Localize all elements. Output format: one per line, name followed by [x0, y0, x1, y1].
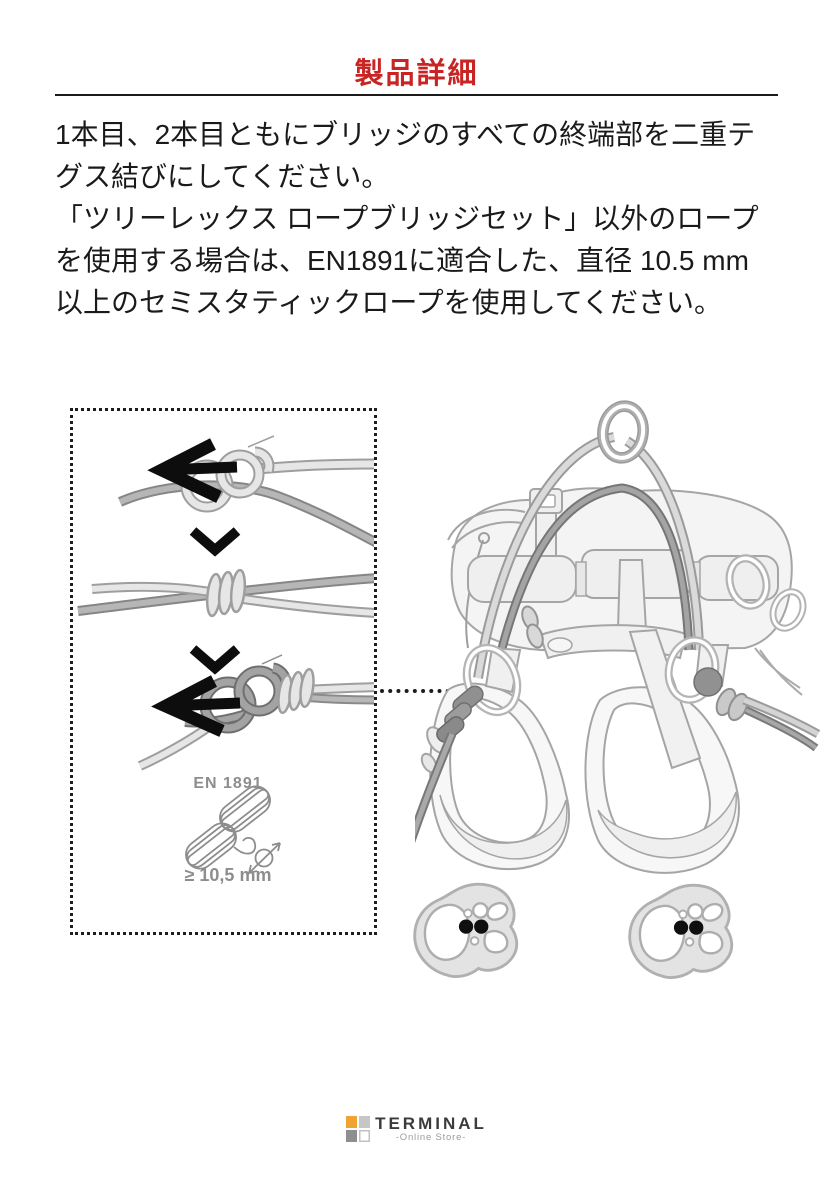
logo-square-darkgray: [346, 1130, 358, 1142]
bridge-ring: [597, 400, 649, 464]
rope-standard-icon: EN 1891: [185, 775, 281, 885]
logo-square-outline: [359, 1130, 371, 1142]
paragraph-line: 1本目、2本目ともにブリッジのすべての終端部を二重テ: [55, 119, 756, 150]
harness-illustration: [397, 395, 825, 975]
logo-mark-icon: [346, 1116, 371, 1142]
logo-store-subtitle: -Online Store-: [395, 1132, 467, 1143]
knot-step-3: [137, 654, 374, 771]
paragraph-line: 「ツリーレックス ロープブリッジセット」以外のロープ: [55, 203, 759, 234]
cross-section-left: [413, 882, 519, 978]
chevron-down-icon: [189, 645, 241, 675]
bridge-cross-sections: [400, 878, 820, 988]
chevron-down-icon: [189, 527, 241, 557]
logo-square-lightgray: [359, 1116, 371, 1128]
knot-steps-illustration: EN 1891: [77, 435, 374, 885]
logo-store-name: TERMINAL: [375, 1114, 487, 1133]
pull-direction-arrow-icon: [151, 675, 241, 737]
knot-step-2: [77, 568, 374, 618]
page-title: 製品詳細: [354, 58, 479, 90]
dotted-connector-line: [380, 689, 458, 693]
pull-direction-arrow-icon: [147, 438, 238, 503]
paragraph-line: グス結びにしてください。: [55, 161, 390, 192]
cross-section-right: [628, 883, 734, 979]
en1891-label: EN 1891: [193, 775, 262, 792]
instruction-paragraph: 1本目、2本目ともにブリッジのすべての終端部を二重テ グス結びにしてください。 …: [55, 114, 815, 324]
right-bridge-attachment: [664, 636, 821, 752]
knot-steps-panel: EN 1891: [70, 408, 377, 935]
title-divider: [55, 94, 778, 96]
paragraph-line: を使用する場合は、EN1891に適合した、直径 10.5 mm: [55, 245, 749, 276]
store-logo: TERMINAL -Online Store-: [0, 1112, 833, 1143]
paragraph-line: 以上のセミスタティックロープを使用してください。: [55, 287, 722, 318]
logo-square-orange: [346, 1116, 358, 1128]
knot-step-1: [117, 435, 374, 548]
rope-diameter-label: ≥ 10,5 mm: [185, 865, 272, 885]
